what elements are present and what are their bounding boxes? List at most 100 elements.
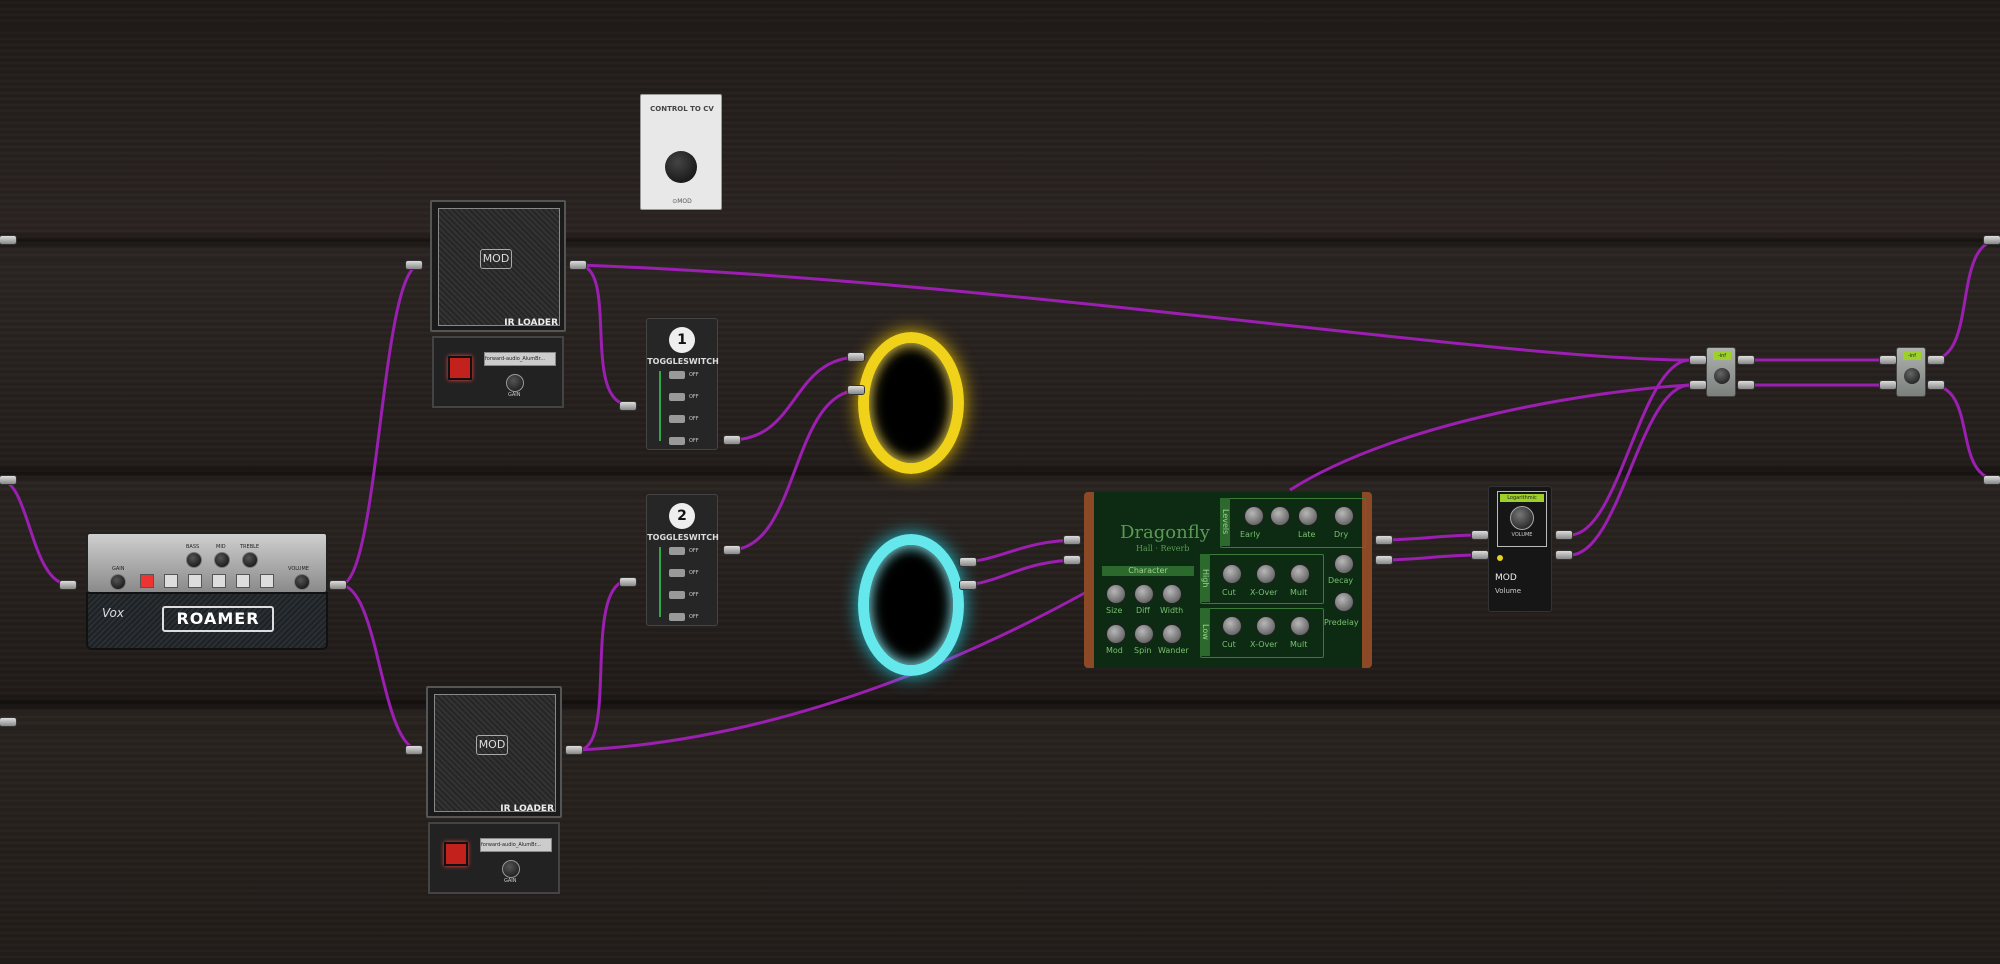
system-input-jack[interactable] (0, 718, 16, 726)
reverb-input-jack[interactable] (1064, 536, 1080, 544)
cable[interactable] (577, 263, 631, 407)
toggle-switch[interactable] (669, 613, 685, 621)
toggle-switch[interactable] (669, 591, 685, 599)
high-xover-knob[interactable] (1256, 564, 1276, 584)
dry-knob[interactable] (1334, 506, 1354, 526)
toggle-switch[interactable] (669, 393, 685, 401)
high-cut-knob[interactable] (1222, 564, 1242, 584)
cable[interactable] (1379, 533, 1481, 542)
bypass-button[interactable] (448, 356, 472, 380)
gain-output-jack[interactable] (1928, 356, 1944, 364)
decay-knob[interactable] (1334, 554, 1354, 574)
system-output-jack[interactable] (1984, 476, 2000, 484)
cable[interactable] (1929, 238, 2000, 362)
volume-output-jack[interactable] (1556, 551, 1572, 559)
toggle-row[interactable]: OFF (669, 393, 709, 401)
width-knob[interactable] (1162, 584, 1182, 604)
portal-input-jack[interactable] (848, 353, 864, 361)
toggle-row[interactable]: OFF (669, 371, 709, 379)
cable[interactable] (577, 578, 631, 752)
gain-knob[interactable] (502, 860, 520, 878)
low-cut-knob[interactable] (1222, 616, 1242, 636)
toggle-row[interactable]: OFF (669, 591, 709, 599)
diff-knob[interactable] (1134, 584, 1154, 604)
ir-output-jack[interactable] (566, 746, 582, 754)
cable[interactable] (0, 478, 71, 587)
low-mult-knob[interactable] (1290, 616, 1310, 636)
gain-output-jack[interactable] (1738, 381, 1754, 389)
cable[interactable] (1569, 358, 1691, 537)
amp-output-jack[interactable] (330, 581, 346, 589)
toggle-switch[interactable] (669, 437, 685, 445)
toggle-switch[interactable] (669, 415, 685, 423)
mid-knob[interactable] (214, 552, 230, 568)
ir-file-selector[interactable]: forward-audio_AlumBr... (484, 352, 556, 366)
toggle-row[interactable]: OFF (669, 415, 709, 423)
gain-output-jack[interactable] (1928, 381, 1944, 389)
portal-cyan[interactable] (858, 534, 964, 676)
volume-pedal[interactable]: Logarithmic VOLUME MOD Volume (1488, 486, 1552, 612)
system-input-jack[interactable] (0, 476, 16, 484)
ir-loader-pedal-top[interactable]: MOD IR LOADER forward-audio_AlumBr... GA… (430, 200, 566, 410)
gain-pedal-1[interactable]: -inf (1706, 347, 1736, 397)
ir-loader-pedal-bottom[interactable]: MOD IR LOADER forward-audio_AlumBr... GA… (426, 686, 562, 896)
cable[interactable] (959, 558, 1081, 587)
gain-input-jack[interactable] (1690, 356, 1706, 364)
mod-knob[interactable] (1106, 624, 1126, 644)
high-mult-knob[interactable] (1290, 564, 1310, 584)
treble-knob[interactable] (242, 552, 258, 568)
reverb-input-jack[interactable] (1064, 556, 1080, 564)
channel-switch-mid[interactable] (212, 574, 226, 588)
cable[interactable] (577, 588, 1091, 752)
gain-input-jack[interactable] (1880, 381, 1896, 389)
ir-input-jack[interactable] (406, 746, 422, 754)
gain-output-jack[interactable] (1738, 356, 1754, 364)
curve-selector[interactable]: Logarithmic (1500, 494, 1544, 502)
size-knob[interactable] (1106, 584, 1126, 604)
early-late-knob[interactable] (1270, 506, 1290, 526)
dragonfly-reverb-pedal[interactable]: Dragonfly Hall · Reverb Levels Early Lat… (1084, 492, 1372, 668)
ir-input-jack[interactable] (406, 261, 422, 269)
volume-output-jack[interactable] (1556, 531, 1572, 539)
amp-input-jack[interactable] (60, 581, 76, 589)
reverb-output-jack[interactable] (1376, 536, 1392, 544)
level-knob[interactable] (1904, 368, 1920, 384)
toggle-input-jack[interactable] (620, 402, 636, 410)
roamer-amp[interactable]: BASS MID TREBLE GAIN VOLUME Vox ROAMER (80, 520, 330, 650)
cable[interactable] (1289, 383, 1691, 492)
cable[interactable] (1379, 553, 1481, 562)
system-output-jack[interactable] (1984, 236, 2000, 244)
spin-knob[interactable] (1134, 624, 1154, 644)
late-knob[interactable] (1298, 506, 1318, 526)
toggle-row[interactable]: OFF (669, 569, 709, 577)
toggle-output-jack[interactable] (724, 546, 740, 554)
toggle-input-jack[interactable] (620, 578, 636, 586)
system-input-jack[interactable] (0, 236, 16, 244)
toggle-row[interactable]: OFF (669, 613, 709, 621)
toggle-row[interactable]: OFF (669, 437, 709, 445)
bypass-button[interactable] (444, 842, 468, 866)
cable[interactable] (729, 388, 861, 552)
volume-knob[interactable] (294, 574, 310, 590)
gain-pedal-2[interactable]: -inf (1896, 347, 1926, 397)
gain-input-jack[interactable] (1880, 356, 1896, 364)
ir-file-selector[interactable]: forward-audio_AlumBr... (480, 838, 552, 852)
gain-knob[interactable] (506, 374, 524, 392)
gain-knob[interactable] (110, 574, 126, 590)
bass-knob[interactable] (186, 552, 202, 568)
portal-output-jack[interactable] (960, 558, 976, 566)
toggle-row[interactable]: OFF (669, 547, 709, 555)
ir-output-jack[interactable] (570, 261, 586, 269)
reverb-output-jack[interactable] (1376, 556, 1392, 564)
cable[interactable] (339, 263, 421, 587)
portal-output-jack[interactable] (960, 581, 976, 589)
early-knob[interactable] (1244, 506, 1264, 526)
control-to-cv-pedal[interactable]: CONTROL TO CV ⊙MOD (640, 94, 722, 210)
cable[interactable] (339, 583, 421, 752)
channel-switch-low-mid[interactable] (188, 574, 202, 588)
toggleswitch-pedal-bottom[interactable]: 2 TOGGLESWITCH OFF OFF OFF OFF (646, 494, 719, 626)
cable[interactable] (729, 355, 861, 442)
channel-switch-low[interactable] (164, 574, 178, 588)
wander-knob[interactable] (1162, 624, 1182, 644)
